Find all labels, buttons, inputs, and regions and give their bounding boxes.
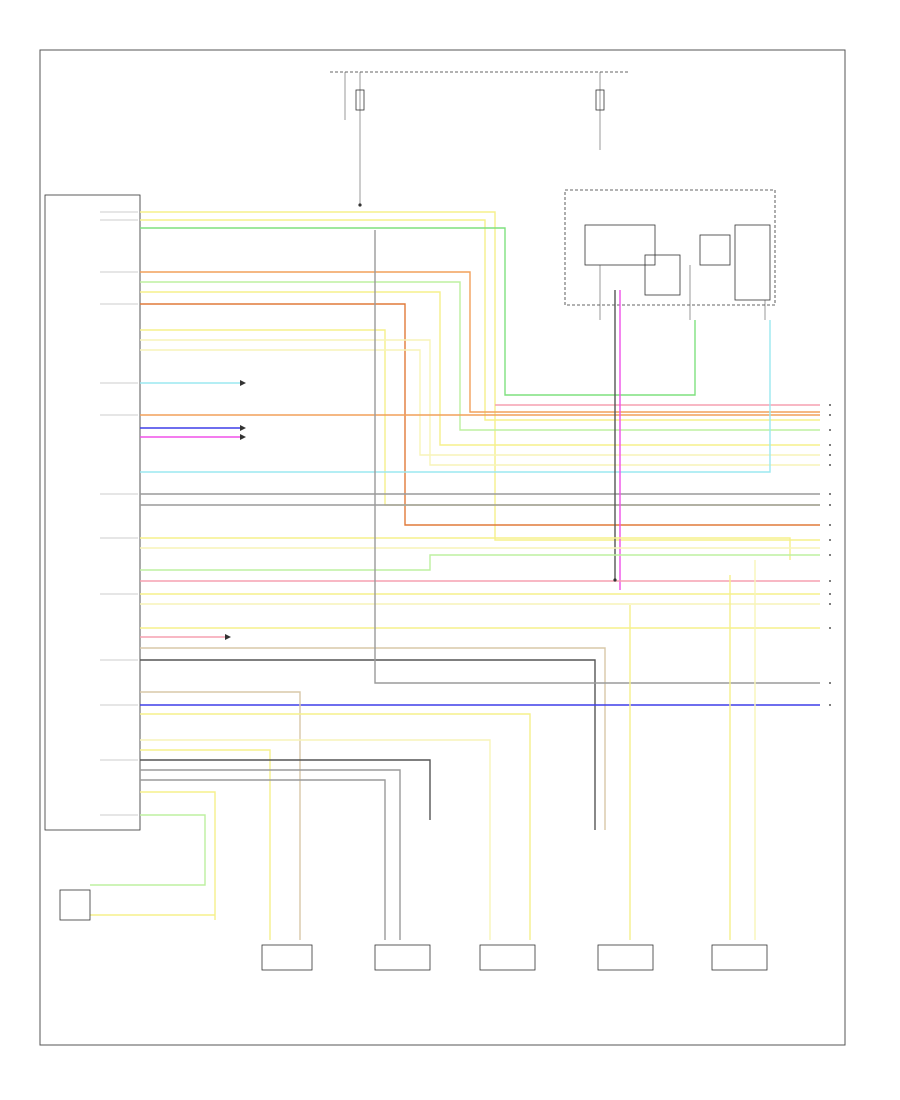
wire-yellow-5 [140, 339, 820, 466]
wire-dark-gray-2 [140, 659, 596, 830]
wire-orange-1 [140, 271, 820, 413]
wire-dark-gray-3 [140, 759, 431, 820]
wire-group [90, 211, 820, 940]
wire-tan-2 [140, 691, 301, 940]
module-pin-ticks [100, 211, 138, 816]
wire-light-green-3 [90, 814, 206, 886]
wire-gray-5 [140, 779, 386, 940]
diagram-frame [39, 49, 846, 1046]
wire-light-green-1 [140, 281, 820, 431]
wire-tan-1 [140, 647, 606, 830]
wire-gray-3 [374, 230, 820, 684]
wire-green-1 [140, 227, 696, 396]
control-module [44, 194, 141, 831]
wire-yellow-7 [140, 537, 791, 560]
wire-yellow-15 [140, 791, 216, 920]
wire-yellow-12 [140, 713, 531, 940]
wire-yellow-3 [140, 291, 820, 446]
wire-light-green-2 [140, 554, 820, 571]
wire-yellow-14 [140, 749, 271, 940]
wire-yellow-13 [140, 739, 491, 940]
right-connector-markers [829, 404, 831, 706]
seat-belt-sensor [59, 889, 91, 921]
top-fuse-feed [330, 71, 630, 205]
wire-yellow-4 [140, 329, 820, 506]
wire-gray-4 [140, 769, 401, 940]
wire-yellow-6 [140, 349, 820, 456]
wire-yellow-1 [140, 211, 820, 541]
splice-points [358, 203, 617, 582]
wire-cyan-2 [140, 320, 771, 473]
arrow-stubs [225, 380, 246, 640]
wire-yellow-2 [140, 219, 820, 421]
relay-assembly [564, 189, 776, 320]
bottom-connectors [261, 944, 768, 971]
